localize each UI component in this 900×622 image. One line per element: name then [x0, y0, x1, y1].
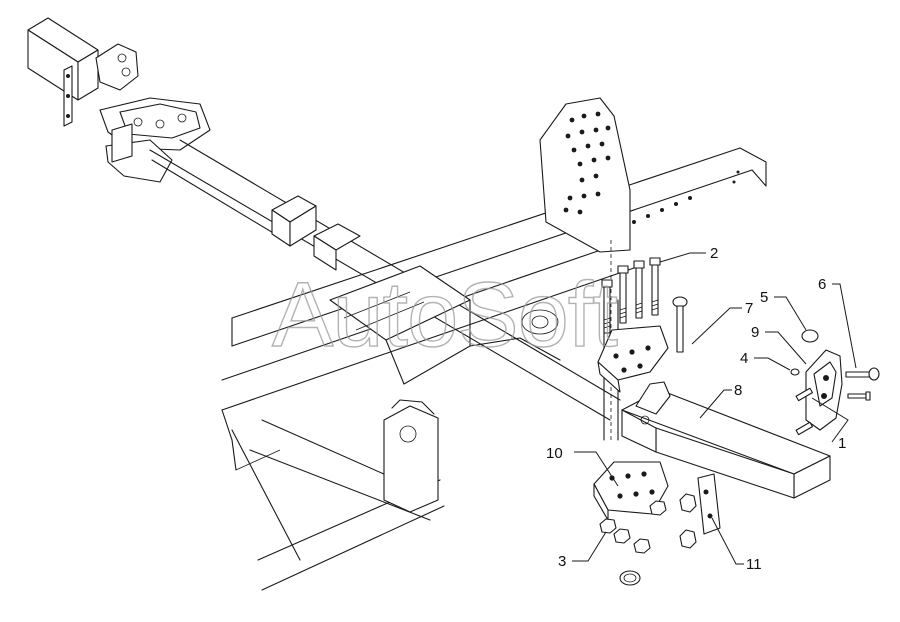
callout-number-10: 10 — [546, 445, 563, 462]
callout-leader-9 — [765, 331, 807, 365]
callout-number-1: 1 — [838, 435, 846, 452]
upper-left-drawbar-assembly — [27, 17, 211, 183]
callout-leader-4 — [754, 357, 791, 371]
part-10-lower-plate — [593, 461, 669, 521]
part-7-pin — [672, 296, 688, 353]
upper-clamp-plate — [597, 325, 669, 393]
callout-number-5: 5 — [760, 289, 768, 306]
part-11-strap — [679, 473, 721, 549]
callout-leader-8 — [699, 389, 732, 419]
callout-leader-5 — [774, 296, 807, 331]
callout-number-3: 3 — [558, 553, 566, 570]
callout-number-7: 7 — [745, 300, 753, 317]
callout-leader-7 — [691, 307, 742, 345]
callout-leader-2 — [659, 252, 706, 263]
right-hitch-bracket — [790, 329, 880, 436]
callout-number-6: 6 — [818, 276, 826, 293]
callout-leader-3 — [572, 531, 607, 562]
callout-leader-11 — [711, 517, 744, 565]
callout-number-2: 2 — [710, 245, 718, 262]
callout-number-8: 8 — [734, 382, 742, 399]
part-3-nuts — [599, 500, 667, 586]
callout-leader-6 — [832, 283, 857, 369]
callout-leader-10 — [574, 451, 619, 487]
callout-number-9: 9 — [751, 324, 759, 341]
callout-number-11: 11 — [746, 556, 762, 573]
callout-labels: 1 2 3 4 5 6 7 8 9 10 11 — [546, 245, 857, 573]
part-2-bolts — [601, 257, 661, 334]
callout-leader-1 — [811, 397, 849, 443]
watermark-text: AutoSoft — [272, 264, 617, 366]
part-8-drawbar — [621, 381, 831, 499]
callout-number-4: 4 — [740, 350, 748, 367]
